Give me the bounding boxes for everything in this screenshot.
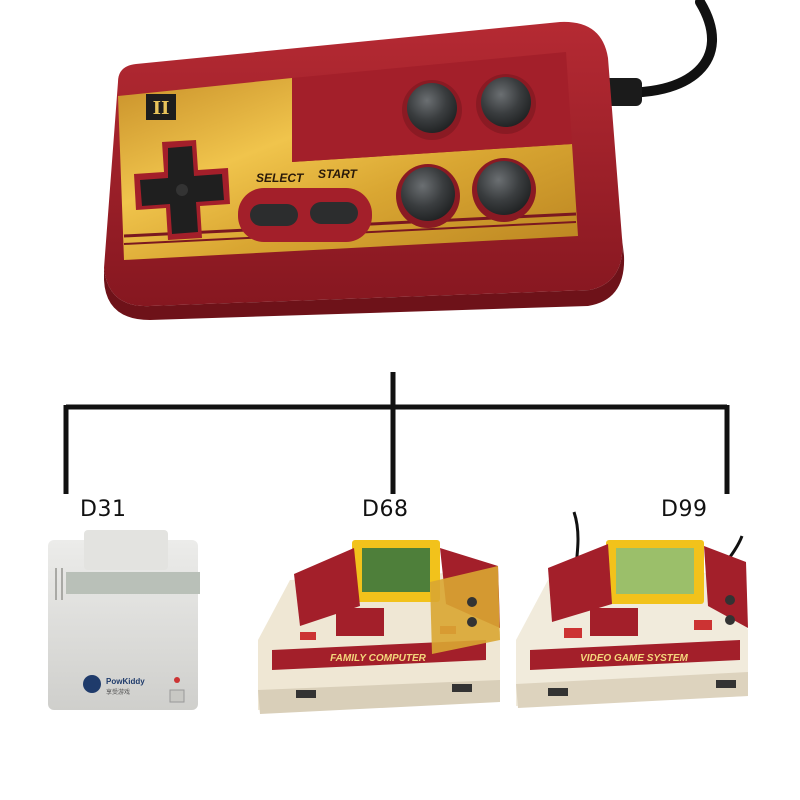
console-d99: VIDEO GAME SYSTEM	[516, 511, 748, 708]
gold-faceplate	[118, 78, 578, 260]
select-label: SELECT	[256, 171, 305, 185]
b-button	[401, 167, 455, 221]
start-button[interactable]	[310, 202, 358, 224]
a-button	[477, 161, 531, 215]
powkiddy-logo	[83, 675, 101, 693]
action-buttons[interactable]	[396, 74, 536, 228]
d31-brand: PowKiddy	[106, 677, 145, 686]
start-label: START	[318, 167, 359, 181]
d31-brand-sub: 享受游戏	[106, 688, 130, 696]
console-d68: FAMILY COMPUTER	[258, 540, 500, 714]
turbo-a-button	[481, 77, 531, 127]
model-label-d99: D99	[661, 497, 708, 522]
player-two-badge: II	[146, 94, 176, 120]
compatibility-connector	[63, 372, 730, 494]
console-d31: PowKiddy 享受游戏	[48, 530, 200, 710]
model-label-d68: D68	[362, 497, 409, 522]
gamepad: II SELECT START	[104, 0, 717, 320]
model-label-d31: D31	[80, 497, 127, 522]
d68-badge: FAMILY COMPUTER	[330, 653, 427, 664]
d99-badge: VIDEO GAME SYSTEM	[580, 653, 688, 664]
dpad[interactable]	[134, 140, 230, 240]
select-button[interactable]	[250, 204, 298, 226]
turbo-b-button	[407, 83, 457, 133]
svg-text:II: II	[153, 98, 170, 119]
